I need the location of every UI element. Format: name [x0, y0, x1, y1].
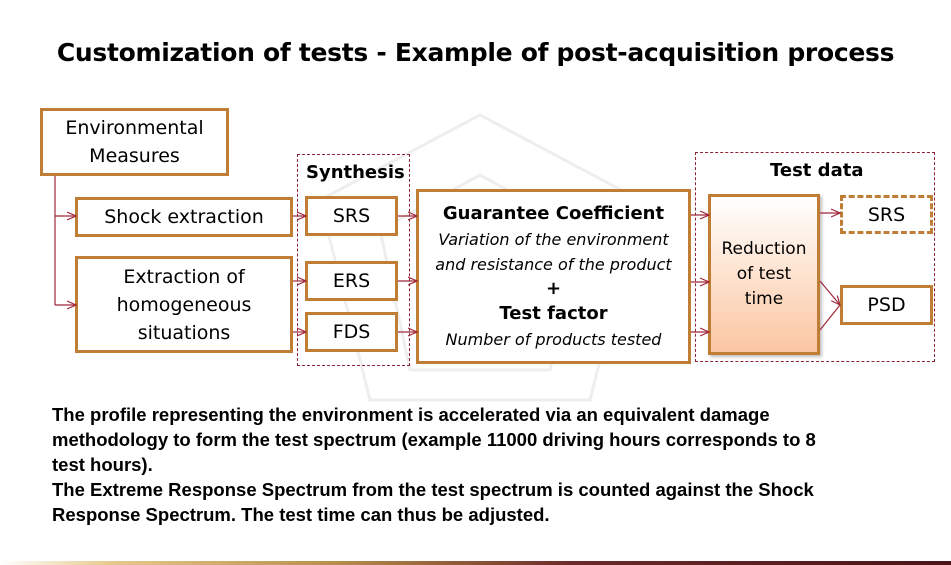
- description-line-1: The profile representing the environment…: [52, 404, 770, 425]
- output-srs-box: SRS: [840, 195, 933, 234]
- shock-extraction-label: Shock extraction: [104, 206, 264, 228]
- test-data-label: Test data: [770, 160, 864, 181]
- synthesis-ers-label: ERS: [332, 270, 371, 292]
- synthesis-fds-label: FDS: [332, 321, 371, 343]
- guarantee-desc-1: Variation of the environment: [438, 230, 669, 249]
- environmental-measures-box: Environmental Measures: [40, 108, 229, 176]
- synthesis-group: [297, 154, 410, 366]
- synthesis-label: Synthesis: [306, 162, 405, 183]
- plus-sign: +: [545, 278, 562, 299]
- shock-extraction-box: Shock extraction: [75, 197, 293, 237]
- reduction-line-1: Reduction: [721, 239, 807, 259]
- synthesis-srs-box: SRS: [305, 196, 398, 236]
- description-text: The profile representing the environment…: [52, 402, 922, 527]
- description-line-5: Response Spectrum. The test time can thu…: [52, 504, 550, 525]
- output-psd-box: PSD: [840, 285, 933, 325]
- output-srs-label: SRS: [867, 203, 906, 226]
- test-data-group: [695, 152, 935, 362]
- guarantee-title: Guarantee Coefficient: [442, 203, 665, 224]
- arrow-reduction-to-psd-b: [819, 304, 841, 331]
- env-line-1: Environmental: [65, 117, 204, 139]
- test-factor-title: Test factor: [499, 303, 608, 324]
- description-line-3: test hours).: [52, 454, 153, 475]
- guarantee-desc-2: and resistance of the product: [435, 255, 672, 274]
- synthesis-fds-box: FDS: [305, 312, 398, 352]
- reduction-line-3: time: [744, 289, 784, 309]
- env-line-2: Measures: [89, 145, 180, 167]
- reduction-line-2: of test: [736, 264, 792, 284]
- description-line-4: The Extreme Response Spectrum from the t…: [52, 479, 814, 500]
- homog-line-1: Extraction of: [123, 265, 245, 288]
- homog-line-2: homogeneous: [116, 293, 252, 316]
- homog-line-3: situations: [137, 321, 231, 344]
- test-factor-desc: Number of products tested: [445, 330, 662, 349]
- output-psd-label: PSD: [867, 294, 906, 316]
- page-title: Customization of tests - Example of post…: [56, 38, 895, 67]
- footer-gradient-bar: [0, 561, 951, 565]
- arrow-reduction-to-psd-a: [819, 280, 840, 305]
- synthesis-srs-label: SRS: [332, 205, 371, 227]
- description-line-2: methodology to form the test spectrum (e…: [52, 429, 816, 450]
- reduction-of-test-time-box: Reduction of test time: [708, 194, 820, 355]
- guarantee-coefficient-box: Guarantee Coefficient Variation of the e…: [416, 189, 691, 364]
